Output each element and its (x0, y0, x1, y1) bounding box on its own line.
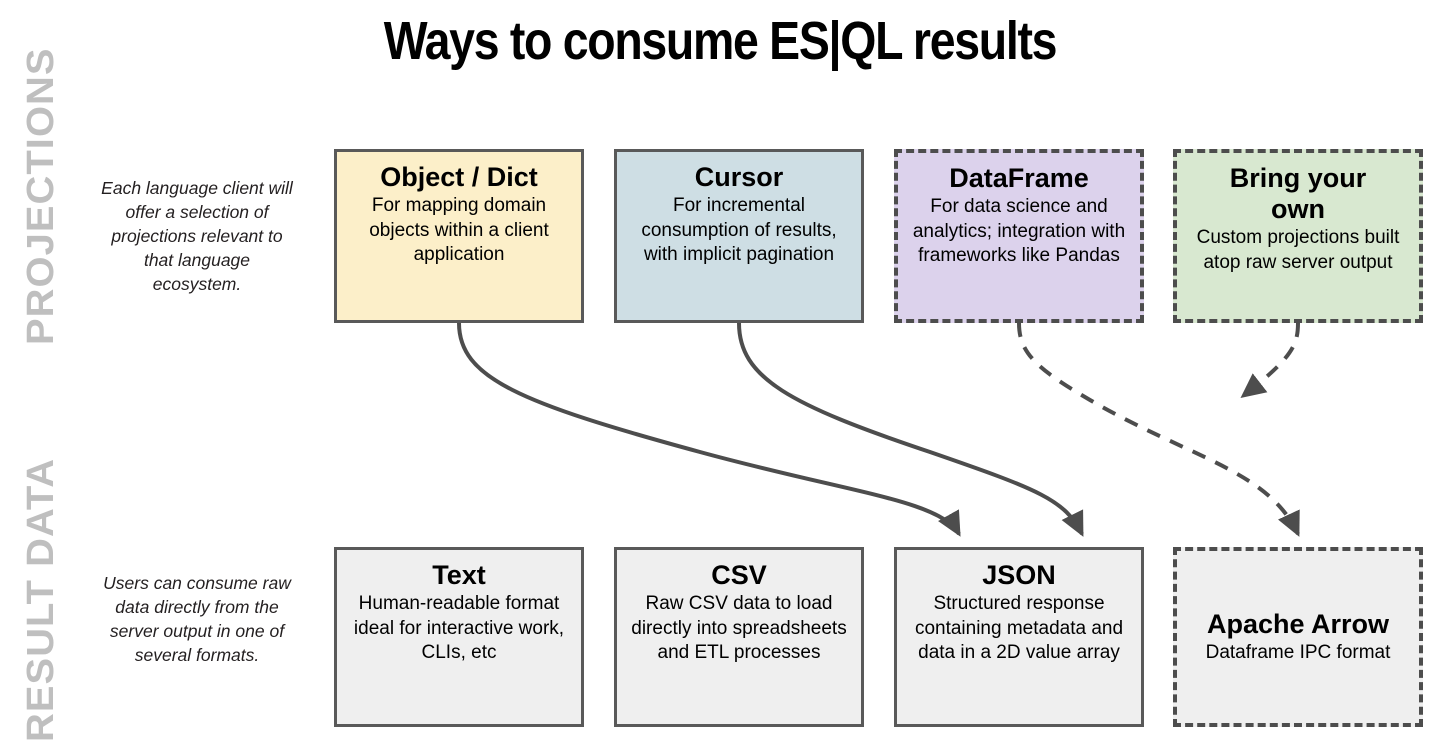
card-description: Human-readable format ideal for interact… (353, 593, 565, 663)
band-label-projections: PROJECTIONS (20, 47, 62, 346)
card-dataframe[interactable]: DataFrame For data science and analytics… (894, 149, 1144, 323)
card-text[interactable]: Text Human-readable format ideal for int… (334, 547, 584, 727)
connector-dataframe-to-apache-arrow (1017, 322, 1300, 537)
card-description: Dataframe IPC format (1205, 641, 1391, 663)
card-apache-arrow[interactable]: Apache Arrow Dataframe IPC format (1173, 547, 1423, 727)
card-title: Bring your own (1229, 163, 1367, 224)
card-title: Apache Arrow (1206, 608, 1390, 639)
card-description: For data science and analytics; integrat… (912, 196, 1126, 266)
card-description: Custom projections built atop raw server… (1196, 227, 1400, 273)
card-title: JSON (982, 560, 1056, 590)
card-cursor[interactable]: Cursor For incremental consumption of re… (614, 149, 864, 323)
connector-cursor-to-json (737, 322, 1084, 537)
band-note-projections: Each language client will offer a select… (101, 178, 293, 294)
band-note-result-data: Users can consume raw data directly from… (103, 573, 291, 665)
card-title: Object / Dict (380, 162, 538, 192)
band-label-result-data: RESULT DATA (20, 457, 62, 742)
card-object-dict[interactable]: Object / Dict For mapping domain objects… (334, 149, 584, 323)
card-title: Cursor (694, 162, 784, 192)
card-description: Raw CSV data to load directly into sprea… (631, 593, 847, 663)
card-bring-your-own[interactable]: Bring your own Custom projections built … (1173, 149, 1423, 323)
card-title: DataFrame (949, 163, 1089, 193)
page-title: Ways to consume ES|QL results (383, 11, 1058, 71)
card-description: Structured response containing metadata … (914, 593, 1124, 663)
connector-object-dict-to-json (457, 322, 961, 537)
card-description: For mapping domain objects within a clie… (369, 195, 549, 265)
card-title: Text (432, 560, 486, 590)
card-description: For incremental consumption of results, … (641, 195, 837, 265)
card-csv[interactable]: CSV Raw CSV data to load directly into s… (614, 547, 864, 727)
card-json[interactable]: JSON Structured response containing meta… (894, 547, 1144, 727)
card-title: CSV (711, 560, 767, 590)
connector-bring-your-own-to-apache-arrow (1240, 322, 1300, 398)
